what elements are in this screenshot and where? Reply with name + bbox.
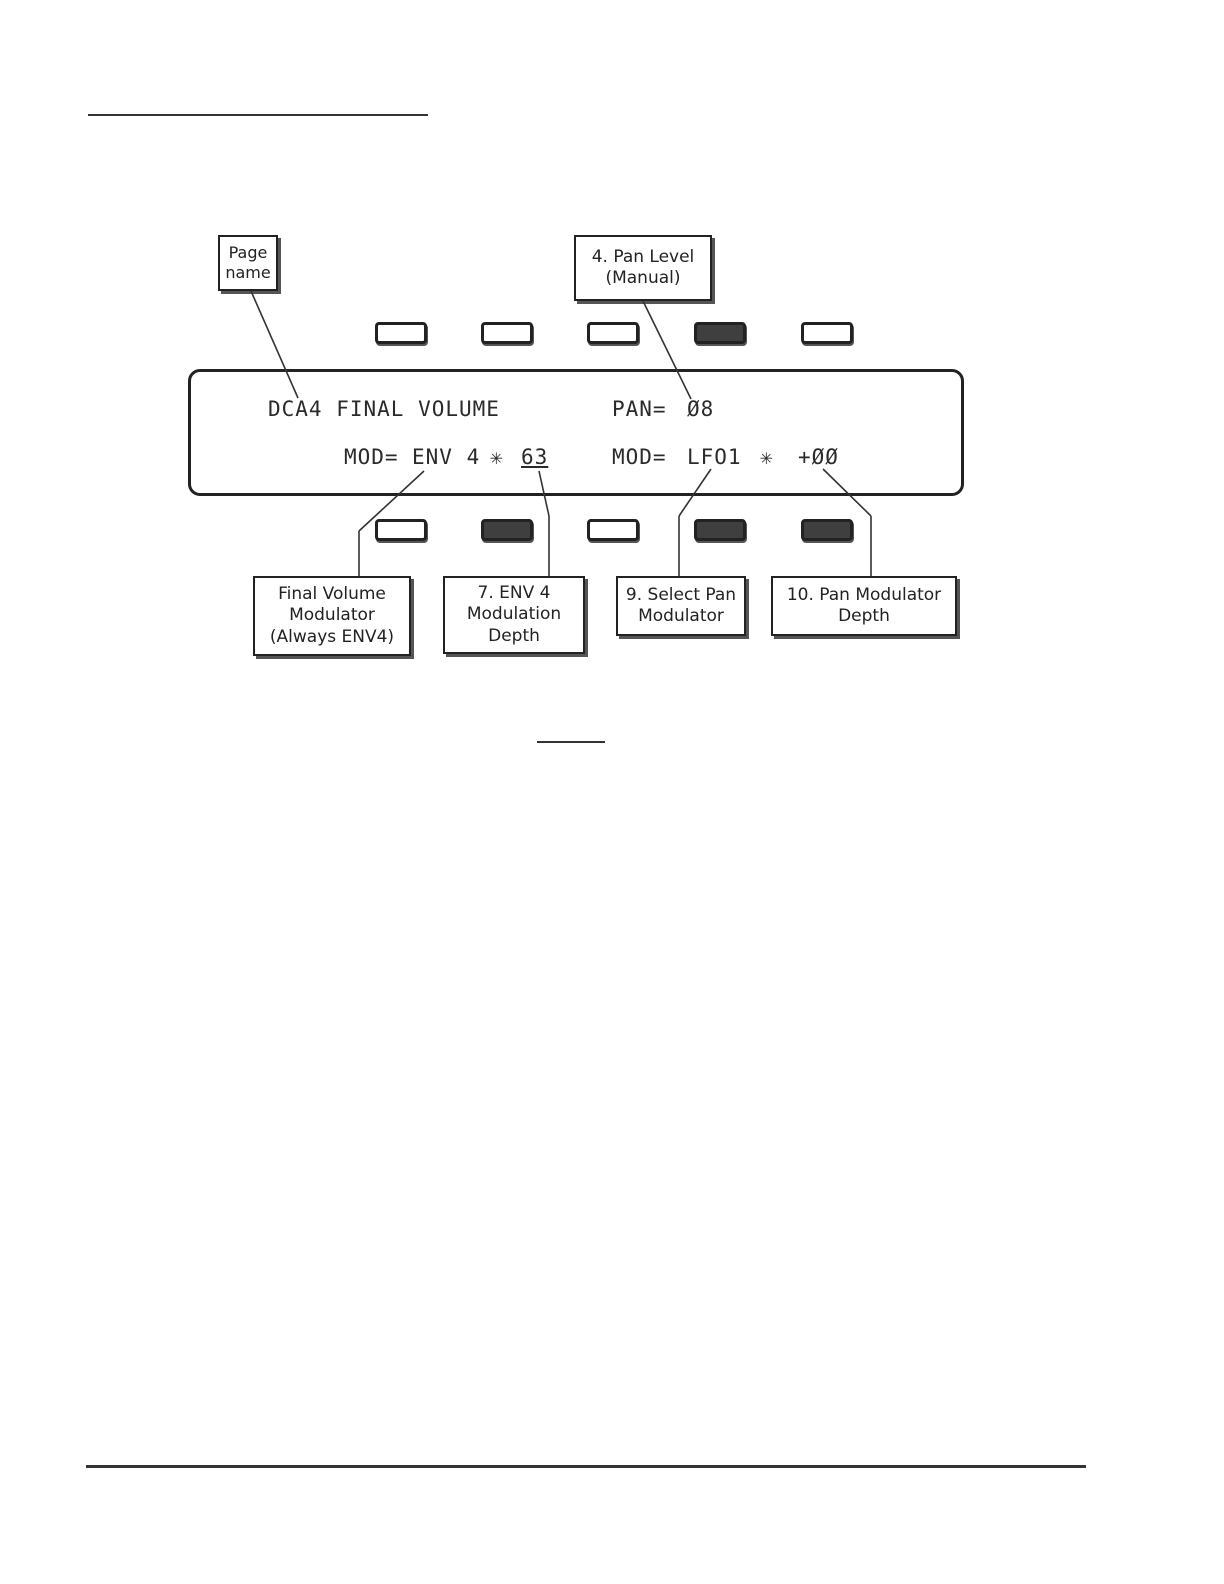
lcd-pan-value: Ø8 xyxy=(687,399,714,420)
softkey-bottom-3[interactable] xyxy=(587,519,639,541)
callout-pan-level: 4. Pan Level (Manual) xyxy=(574,235,712,301)
callout-select-pan-modulator: 9. Select Pan Modulator xyxy=(616,576,746,636)
softkey-top-4[interactable] xyxy=(694,322,746,344)
callout-final-volume-modulator: Final Volume Modulator (Always ENV4) xyxy=(253,576,411,656)
callout-env4-modulation-depth: 7. ENV 4 Modulation Depth xyxy=(443,576,585,654)
lcd-mod1-source: ENV 4 xyxy=(412,447,480,468)
lcd-mod2-label: MOD= xyxy=(612,447,667,468)
lcd-mod1-depth: 63 xyxy=(521,447,548,468)
softkey-bottom-4[interactable] xyxy=(694,519,746,541)
softkey-bottom-1[interactable] xyxy=(375,519,427,541)
softkey-bottom-5[interactable] xyxy=(801,519,853,541)
lcd-pan-label: PAN= xyxy=(612,399,667,420)
footer-rule xyxy=(86,1465,1086,1468)
callout-page-name: Page name xyxy=(218,235,278,291)
callout-pan-modulator-depth: 10. Pan Modulator Depth xyxy=(771,576,957,636)
caption-rule xyxy=(537,741,605,743)
lcd-display-panel xyxy=(188,369,964,496)
lcd-mod1-star: ✳ xyxy=(490,447,504,468)
lcd-mod2-depth: +ØØ xyxy=(798,447,839,468)
header-rule xyxy=(88,114,428,116)
softkey-top-1[interactable] xyxy=(375,322,427,344)
lcd-mod2-star: ✳ xyxy=(760,447,774,468)
lcd-mod2-source: LFO1 xyxy=(687,447,742,468)
lcd-page-name: DCA4 FINAL VOLUME xyxy=(268,399,500,420)
lcd-mod1-label: MOD= xyxy=(344,447,399,468)
softkey-top-2[interactable] xyxy=(481,322,533,344)
softkey-top-5[interactable] xyxy=(801,322,853,344)
softkey-bottom-2[interactable] xyxy=(481,519,533,541)
softkey-top-3[interactable] xyxy=(587,322,639,344)
